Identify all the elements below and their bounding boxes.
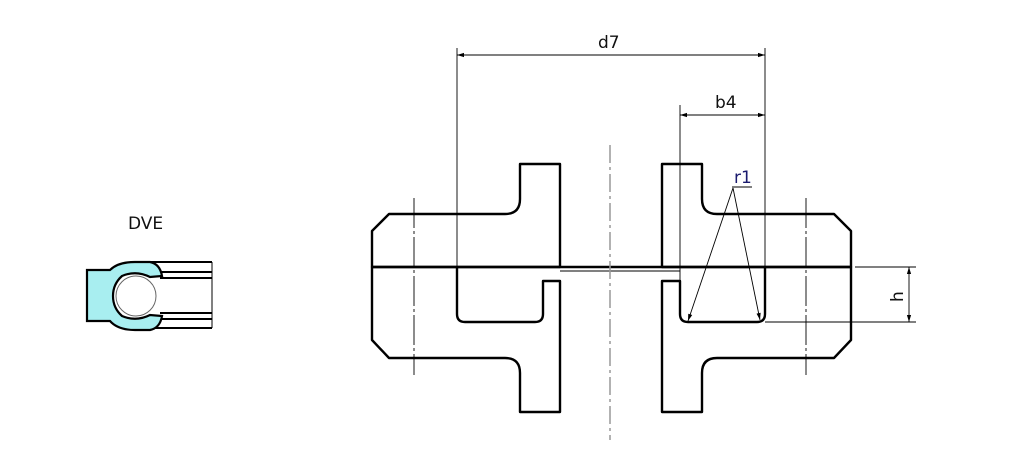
d7-label: d7 — [598, 33, 620, 53]
dimension-b4: b4 — [679, 93, 765, 281]
seal-body — [85, 260, 164, 332]
lower-part-section-right — [660, 265, 853, 414]
r1-label: r1 — [734, 168, 752, 188]
dimension-h: h — [765, 266, 916, 323]
h-label: h — [888, 291, 908, 302]
profile-label: DVE — [128, 214, 163, 234]
dimension-r1: r1 — [687, 168, 761, 322]
seal-profile-dve: DVE — [85, 214, 213, 332]
b4-label: b4 — [715, 93, 737, 113]
upper-part-section-right — [660, 162, 853, 269]
seal-lines — [150, 261, 213, 329]
dimension-d7: d7 — [456, 33, 766, 267]
lower-part-section — [370, 265, 562, 414]
o-ring-circle — [115, 275, 157, 317]
upper-part-section — [370, 162, 562, 269]
